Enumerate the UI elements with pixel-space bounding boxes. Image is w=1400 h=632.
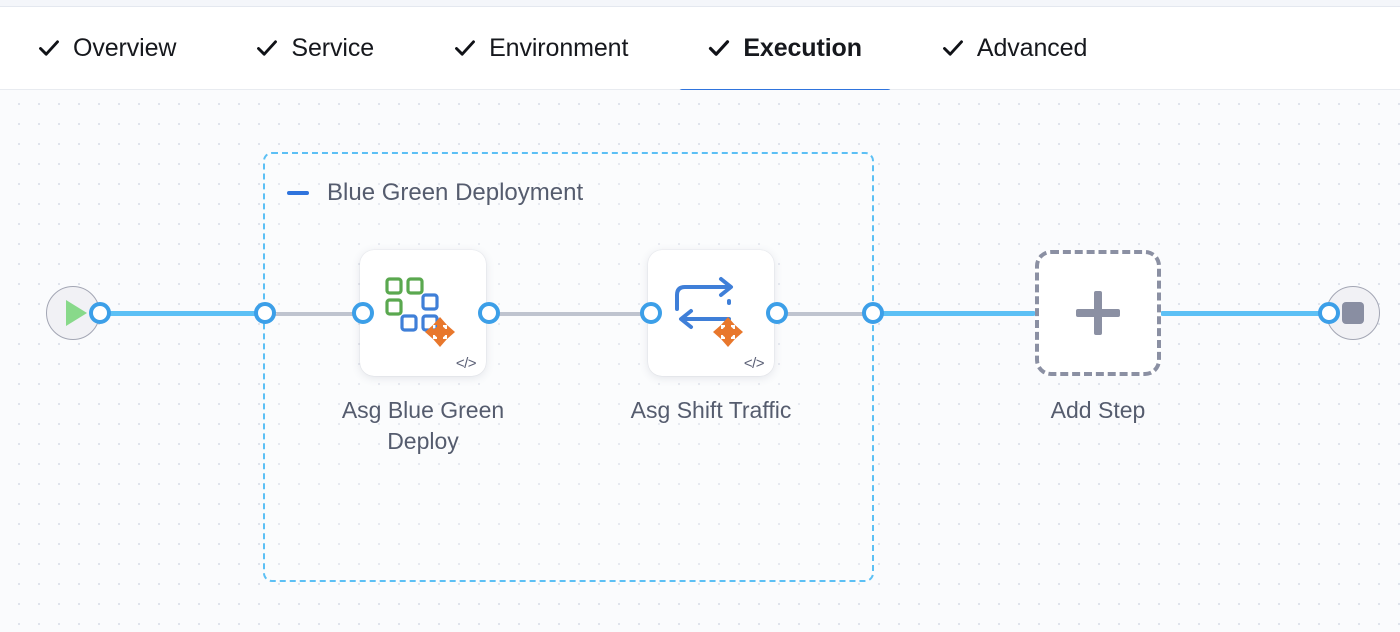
check-icon <box>454 37 476 59</box>
check-icon <box>708 37 730 59</box>
check-icon <box>942 37 964 59</box>
tab-execution[interactable]: Execution <box>679 7 891 94</box>
tab-overview[interactable]: Overview <box>36 7 178 90</box>
add-step-button[interactable] <box>1035 250 1161 376</box>
stage-group-title: Blue Green Deployment <box>327 179 584 206</box>
tab-label: Environment <box>489 33 629 62</box>
connector-ring-start[interactable] <box>89 302 111 324</box>
pipeline-canvas[interactable]: Blue Green Deployment <box>0 90 1400 632</box>
wizard-tab-bar: Overview Service Environment Execution <box>0 7 1400 94</box>
connector-line-group-to-addstep <box>873 311 1036 316</box>
stage-group-header[interactable]: Blue Green Deployment <box>287 181 583 205</box>
pipeline-start-node[interactable] <box>46 286 100 340</box>
connector-line-dashed-3 <box>778 312 873 316</box>
connector-ring-step1-out[interactable] <box>478 302 500 324</box>
connector-ring-group-entry[interactable] <box>254 302 276 324</box>
asg-shift-traffic-icon <box>648 250 774 376</box>
connector-ring-end[interactable] <box>1318 302 1340 324</box>
step-label-asg-blue-green-deploy: Asg Blue Green Deploy <box>320 395 526 457</box>
stop-icon <box>1342 302 1364 324</box>
connector-line-addstep-to-end <box>1160 311 1328 316</box>
add-step-label: Add Step <box>1050 397 1146 423</box>
check-icon <box>256 37 278 59</box>
connector-line-start-to-group <box>100 311 268 316</box>
tab-label: Service <box>291 33 375 62</box>
step-label-line2: Deploy <box>387 428 459 455</box>
connector-ring-step2-out[interactable] <box>766 302 788 324</box>
tab-advanced[interactable]: Advanced <box>940 7 1089 90</box>
play-icon <box>66 300 87 326</box>
code-badge-icon: </> <box>455 355 477 372</box>
connector-line-dashed-2 <box>490 312 650 316</box>
step-label-asg-shift-traffic: Asg Shift Traffic <box>600 395 822 426</box>
step-node-asg-shift-traffic[interactable]: </> <box>648 250 774 376</box>
minus-icon[interactable] <box>287 191 309 195</box>
tab-label: Execution <box>743 33 862 62</box>
tab-service[interactable]: Service <box>254 7 376 90</box>
stage-group-blue-green-deployment[interactable]: Blue Green Deployment <box>263 152 874 582</box>
connector-ring-group-exit[interactable] <box>862 302 884 324</box>
step-label-line1: Asg Shift Traffic <box>630 397 792 423</box>
connector-ring-step2-in[interactable] <box>640 302 662 324</box>
connector-line-dashed-1 <box>272 312 364 316</box>
step-label-line1: Asg Blue Green <box>341 397 505 423</box>
plus-icon <box>1076 291 1120 335</box>
tab-label: Overview <box>73 33 177 62</box>
asg-blue-green-deploy-icon <box>360 250 486 376</box>
connector-ring-step1-in[interactable] <box>352 302 374 324</box>
check-icon <box>38 37 60 59</box>
tab-environment[interactable]: Environment <box>452 7 630 90</box>
code-badge-icon: </> <box>743 355 765 372</box>
step-node-asg-blue-green-deploy[interactable]: </> <box>360 250 486 376</box>
top-strip <box>0 0 1400 7</box>
tab-label: Advanced <box>976 33 1088 62</box>
